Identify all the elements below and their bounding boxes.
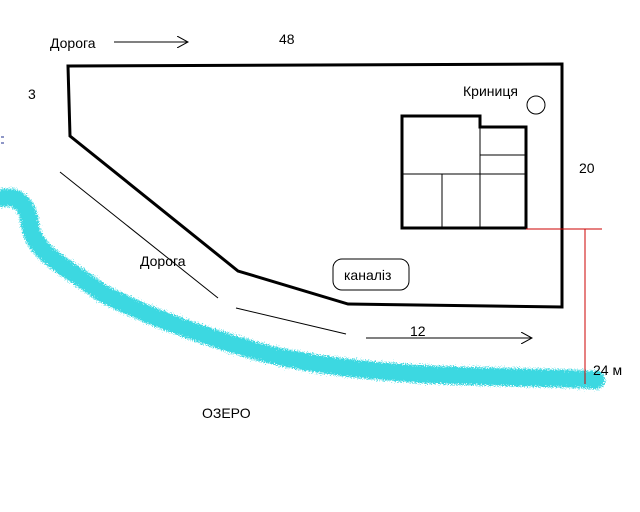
well-circle — [526, 95, 546, 115]
dimension-bottom: 12 — [410, 323, 426, 339]
road-edge-line — [59, 171, 219, 299]
lake-shoreline — [0, 188, 605, 389]
dimension-top: 48 — [279, 31, 295, 47]
distance-to-lake-label: 24 м — [593, 362, 622, 378]
road-label-top: Дорога — [50, 35, 96, 51]
house — [400, 114, 528, 230]
sewer-box — [332, 258, 410, 291]
road-label-middle: Дорога — [140, 253, 186, 269]
house-outline — [400, 114, 528, 230]
lake-label: ОЗЕРО — [202, 405, 251, 421]
well-label: Криниця — [463, 83, 518, 99]
dimension-left: 3 — [28, 86, 36, 102]
road-edge-line — [235, 307, 347, 335]
sewer-label: каналіз — [344, 267, 391, 283]
plot-boundary — [66, 62, 564, 309]
dimension-right: 20 — [579, 160, 595, 176]
